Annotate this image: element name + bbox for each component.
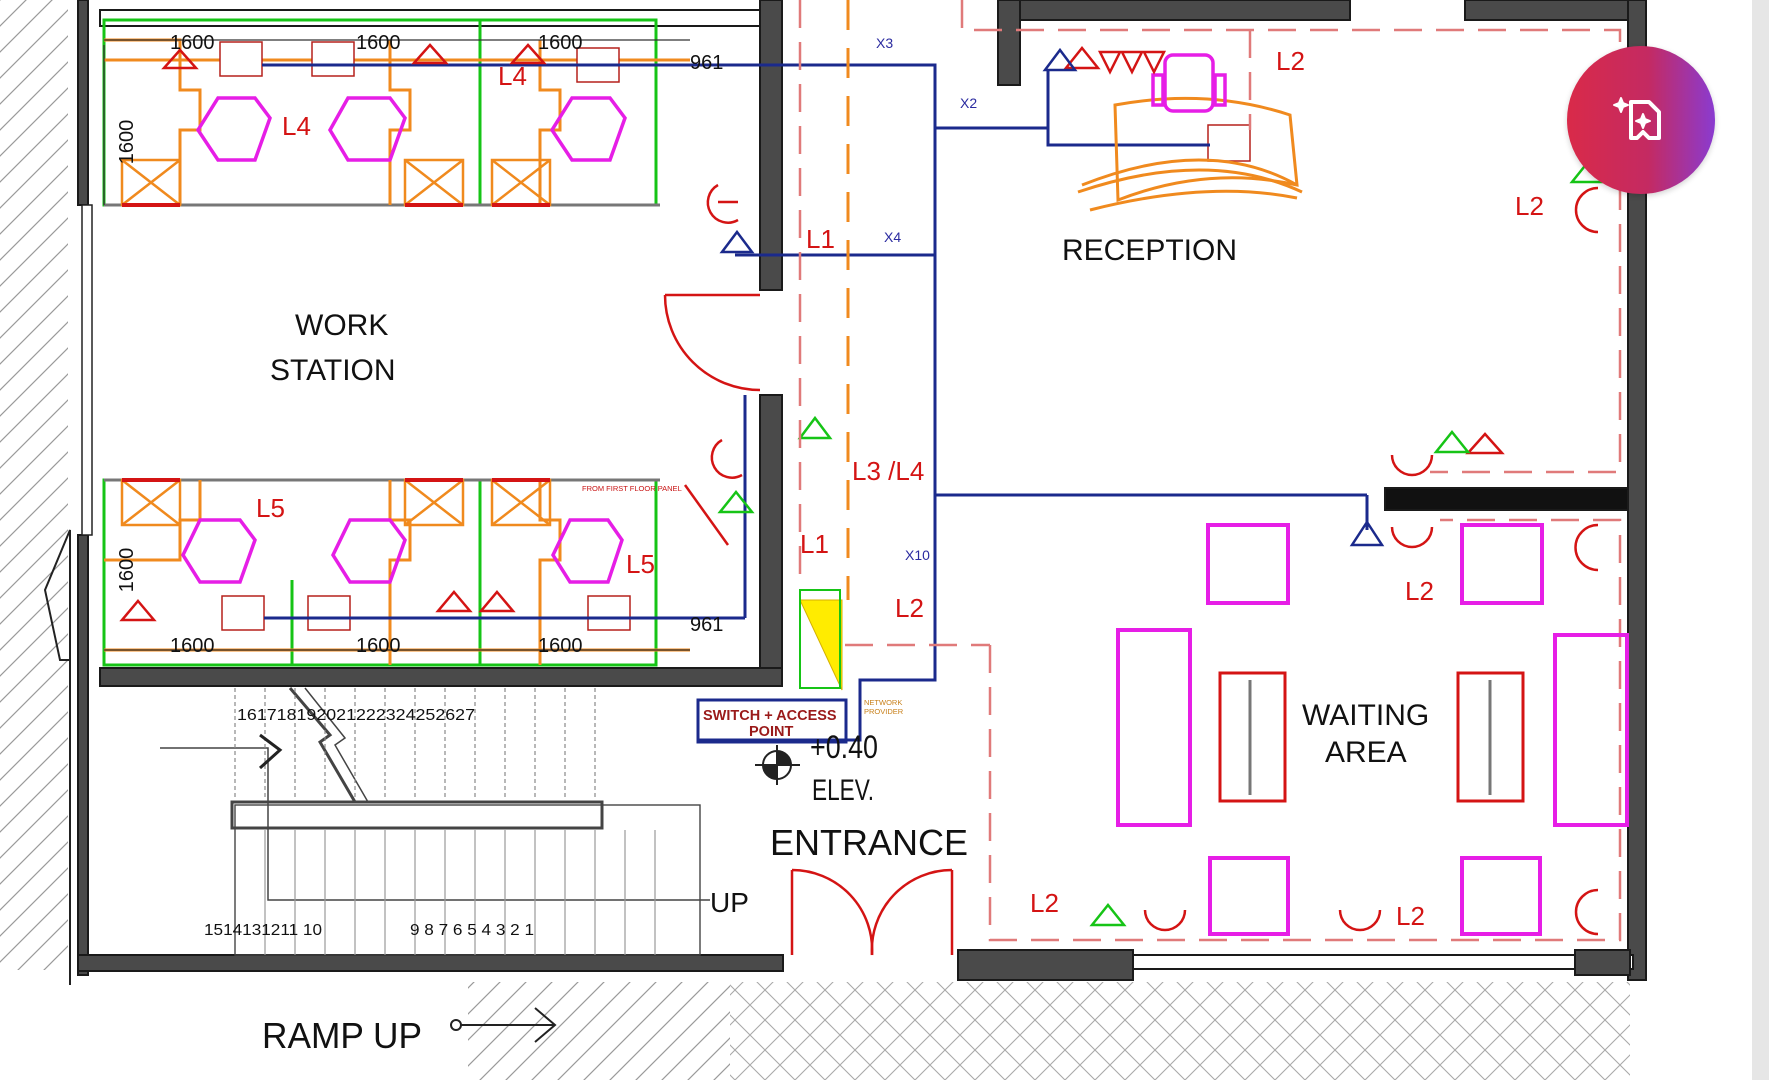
magic-edit-icon: [1613, 97, 1661, 140]
switch-label-2: POINT: [749, 724, 793, 740]
stair-treads: [234, 688, 596, 800]
dim-top-2: 1600: [356, 32, 401, 54]
stools: [1097, 50, 1167, 75]
label-stair-up: UP: [710, 887, 749, 918]
circuit-labels: L4 L4 L5 L5 L1 L1 L3 /L4 L2 L2 L2 L2 L2 …: [256, 46, 1544, 931]
window-left: [81, 204, 93, 536]
label-waiting-2: AREA: [1325, 736, 1407, 769]
dim-vert-1: 1600: [116, 120, 138, 165]
label-entrance: ENTRANCE: [770, 822, 968, 863]
dim-vert-2: 1600: [116, 548, 138, 593]
panel-box: [799, 589, 841, 689]
circuit-l5-b: L5: [626, 549, 655, 579]
circuit-l5-a: L5: [256, 493, 285, 523]
hatch-left: [0, 0, 68, 970]
data-x10: X10: [905, 547, 930, 563]
dim-bot-2: 1600: [356, 635, 401, 657]
circuit-l2-a: L2: [895, 593, 924, 623]
dimension-texts: 1600 1600 1600 961 1600 1600 1600 961 16…: [116, 32, 723, 657]
stair-numbers-lower-b: 9 8 7 6 5 4 3 2 1: [410, 922, 534, 939]
elevation-value: +0.40: [810, 729, 878, 765]
circuit-l2-d: L2: [1405, 576, 1434, 606]
label-work-2: STATION: [270, 354, 396, 387]
stair-numbers-lower-a: 1514131211 10: [204, 922, 322, 939]
stair-arrow: [258, 733, 283, 770]
elevation-marker-fill: [763, 751, 791, 779]
staircase: [160, 687, 710, 956]
coffee-tables: [1218, 671, 1525, 803]
hatch-ramp: [468, 982, 730, 1080]
reception-desk: [1077, 96, 1303, 212]
cabinets: [120, 158, 552, 527]
stair-numbers-upper: 161718192021222324252627: [237, 707, 475, 724]
walls: [77, 0, 1647, 981]
circuit-l1-b: L1: [800, 529, 829, 559]
dim-top-1: 1600: [170, 32, 215, 54]
label-work-1: WORK: [295, 309, 388, 342]
dim-top-961: 961: [690, 52, 723, 74]
data-lines: [262, 63, 1369, 744]
green-triangles: [717, 159, 1607, 927]
dim-bot-961: 961: [690, 614, 723, 636]
coffee-table-lines: [1248, 680, 1492, 795]
switch-label-1: SWITCH + ACCESS: [703, 708, 837, 724]
circuit-l4-a: L4: [282, 111, 311, 141]
ceiling-dashes: [798, 0, 1622, 942]
waiting-furniture: [1116, 523, 1629, 936]
dim-bot-3: 1600: [538, 635, 583, 657]
circuit-l3l4: L3 /L4: [852, 456, 924, 486]
room-labels: WORK STATION RECEPTION WAITING AREA: [270, 234, 1429, 769]
hatch-bottom: [730, 982, 1630, 1080]
label-reception: RECEPTION: [1062, 234, 1237, 267]
circuit-l4-b: L4: [498, 61, 527, 91]
panel-marker: [799, 599, 843, 691]
dimension-lines: [103, 39, 690, 651]
dim-top-3: 1600: [538, 32, 583, 54]
warning-triangles: [119, 43, 1505, 622]
chairs: [181, 96, 627, 584]
data-x3: X3: [876, 35, 893, 51]
cabinet-red-edges: [122, 203, 550, 482]
label-waiting-1: WAITING: [1302, 699, 1429, 732]
ramp-arrow: [450, 1007, 557, 1043]
label-ramp-up: RAMP UP: [262, 1015, 422, 1056]
circuit-l2-b: L2: [1276, 46, 1305, 76]
provider-label-2: PROVIDER: [864, 707, 904, 716]
provider-label-1: NETWORK: [864, 698, 902, 707]
circuit-l2-e: L2: [1030, 888, 1059, 918]
stair-lower-treads: [264, 830, 656, 955]
reception-chair: [1151, 53, 1227, 113]
data-point-labels: X3 X2 X4 X10: [876, 35, 977, 563]
dim-bot-1: 1600: [170, 635, 215, 657]
blue-triangles: [719, 47, 1385, 547]
entrance-doors: [790, 868, 954, 956]
circuit-l2-c: L2: [1515, 191, 1544, 221]
light-circuits: [663, 183, 1599, 936]
circuit-l2-f: L2: [1396, 901, 1425, 931]
data-x2: X2: [960, 95, 977, 111]
from-panel-label: FROM FIRST FLOOR PANEL: [582, 484, 682, 493]
magic-edit-button[interactable]: [1567, 46, 1715, 194]
data-x4: X4: [884, 229, 901, 245]
elevation-label: ELEV.: [812, 774, 874, 807]
circuit-l1-a: L1: [806, 224, 835, 254]
partitions: [102, 18, 658, 667]
scrollbar[interactable]: [1752, 0, 1769, 1080]
wall-outline-left: [43, 529, 71, 985]
